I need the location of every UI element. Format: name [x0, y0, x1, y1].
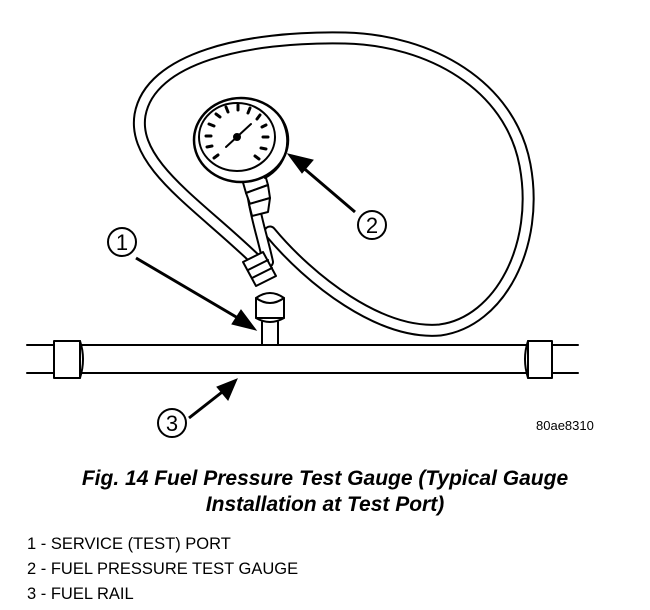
arrow-2-shaft — [299, 163, 356, 214]
arrow-1-shaft — [135, 256, 244, 323]
gauge-needle — [225, 123, 252, 148]
hose-coupler — [242, 251, 277, 287]
callout-2: 2 — [357, 210, 387, 240]
legend-item-1: 1 - SERVICE (TEST) PORT — [27, 535, 231, 553]
fuel-pressure-gauge — [192, 96, 290, 184]
service-test-port — [255, 292, 285, 346]
figure-code: 80ae8310 — [536, 418, 594, 433]
figure-caption: Fig. 14 Fuel Pressure Test Gauge (Typica… — [0, 466, 650, 518]
legend-item-2: 2 - FUEL PRESSURE TEST GAUGE — [27, 560, 299, 578]
callout-3-number: 3 — [166, 411, 178, 436]
caption-line-2: Installation at Test Port) — [205, 493, 445, 516]
legend: 1 - SERVICE (TEST) PORT 2 - FUEL PRESSUR… — [27, 532, 298, 607]
callout-3: 3 — [157, 408, 187, 438]
gauge-dial-ticks — [204, 103, 270, 161]
callout-1-number: 1 — [116, 230, 128, 255]
callout-2-number: 2 — [366, 213, 378, 238]
legend-item-3: 3 - FUEL RAIL — [27, 585, 134, 603]
fuel-rail — [26, 340, 579, 379]
gauge-hose-loop — [132, 31, 535, 337]
caption-line-1: Fig. 14 Fuel Pressure Test Gauge (Typica… — [81, 467, 569, 490]
arrow-3-shaft — [188, 387, 227, 420]
arrow-3-head — [216, 378, 238, 401]
callout-1: 1 — [107, 227, 137, 257]
arrow-1-head — [231, 309, 258, 331]
arrow-2-head — [286, 153, 314, 174]
leader-arrows — [135, 153, 356, 420]
fuel-pressure-gauge-diagram: 1 2 3 — [26, 31, 579, 438]
